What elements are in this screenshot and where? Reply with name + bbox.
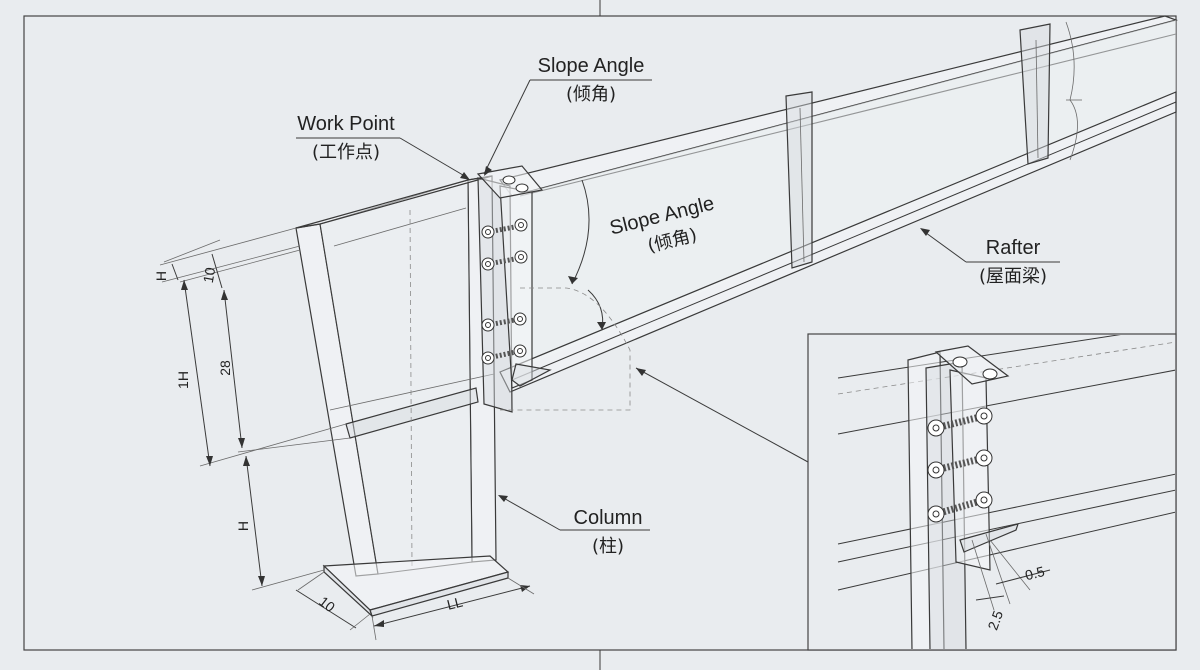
- callout-slope-angle-top: Slope Angle (倾角): [538, 55, 645, 105]
- label-en: Column: [574, 507, 643, 529]
- label-cn: (柱): [592, 536, 624, 557]
- end-plate-connection: [476, 165, 552, 413]
- dim-2-5: 2.5: [984, 608, 1006, 632]
- slope-angle-marker: [500, 179, 809, 463]
- drawing-frame: [23, 0, 1177, 670]
- dim-10-vertical: 10: [200, 266, 218, 284]
- label-en: Slope Angle: [538, 55, 645, 77]
- dim-0-5: 0.5: [1023, 563, 1046, 583]
- bolt-row: [481, 344, 527, 365]
- leader-lines: [296, 79, 1060, 531]
- bolt-row: [481, 312, 527, 332]
- dimension-lines: [159, 227, 535, 641]
- label-cn: (工作点): [312, 142, 380, 163]
- label-en: Rafter: [986, 237, 1041, 259]
- detail-view-inset: [807, 333, 1177, 651]
- dim-ll: LL: [445, 593, 464, 612]
- dim-28: 28: [217, 360, 233, 376]
- label-cn: (倾角): [566, 84, 616, 105]
- label-en: Work Point: [297, 113, 395, 135]
- dim-1h: 1H: [175, 371, 191, 389]
- callout-rafter: Rafter (屋面梁): [979, 237, 1047, 287]
- label-cn: (屋面梁): [979, 266, 1047, 287]
- callout-column: Column (柱): [574, 507, 643, 557]
- bolt-row: [481, 218, 528, 239]
- dim-h-lower: H: [235, 521, 251, 531]
- dim-h-small: H: [153, 271, 169, 281]
- column-member: [295, 175, 510, 619]
- dim-10-base: 10: [316, 593, 338, 615]
- callout-work-point: Work Point (工作点): [297, 113, 395, 163]
- bolt-row: [481, 250, 528, 271]
